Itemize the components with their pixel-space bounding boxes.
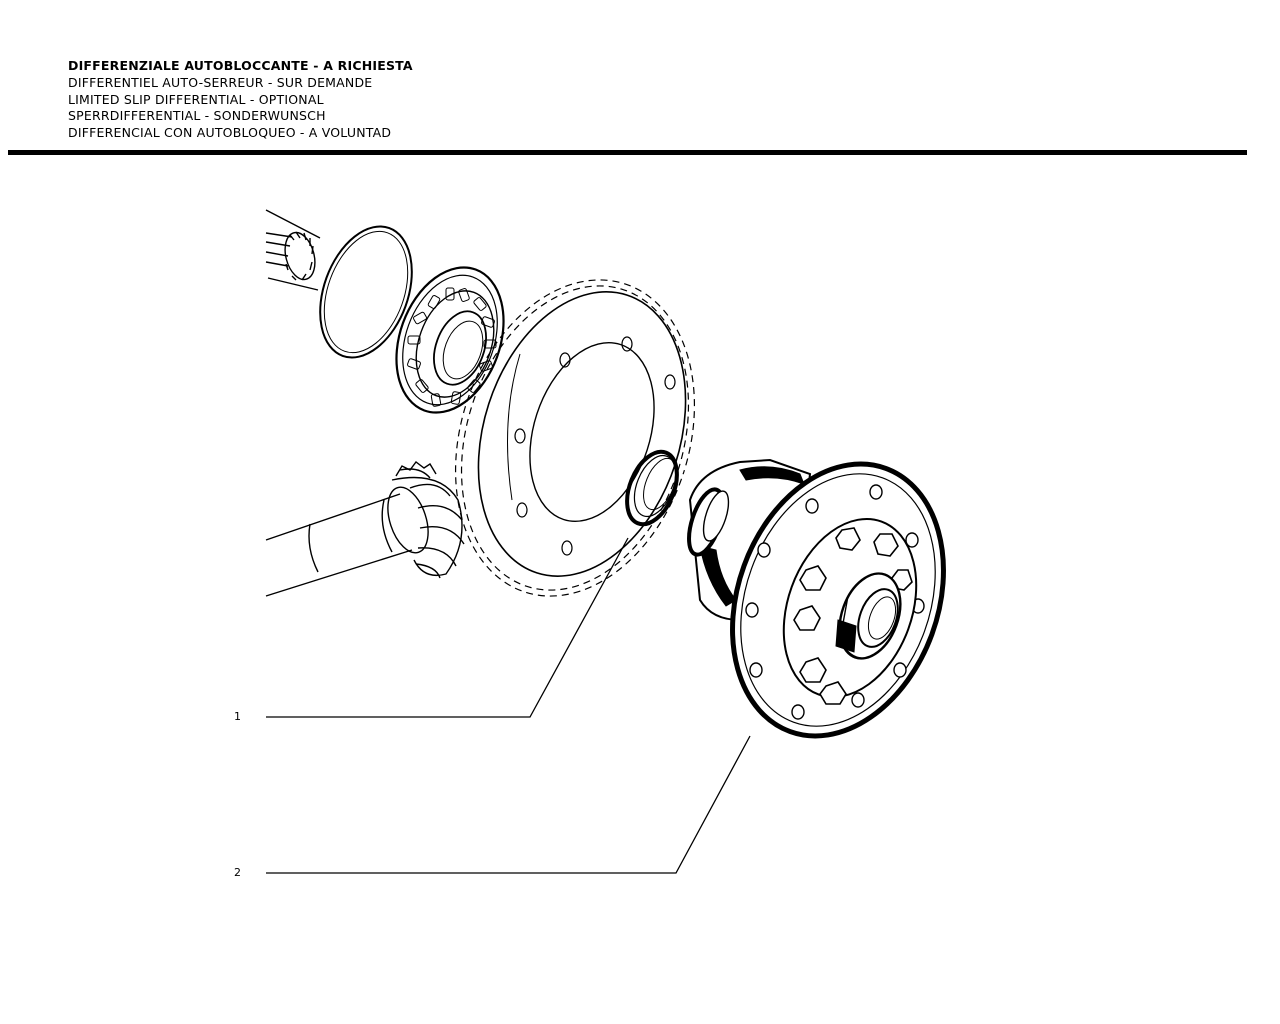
snap-ring	[319, 225, 413, 359]
leader-line-2	[266, 735, 751, 874]
title-german: SPERRDIFFERENTIAL - SONDERWUNSCH	[68, 108, 326, 124]
ring-gear	[454, 279, 696, 597]
pinion-shaft	[265, 461, 465, 597]
bearing-race	[625, 449, 679, 527]
differential-housing	[687, 458, 946, 739]
title-block: DIFFERENZIALE AUTOBLOCCANTE - A RICHIEST…	[68, 58, 413, 142]
callout-number-2: 2	[234, 866, 241, 879]
title-italian: DIFFERENZIALE AUTOBLOCCANTE - A RICHIEST…	[68, 58, 413, 73]
header-rule	[8, 150, 1247, 155]
roller-bearing	[395, 266, 505, 414]
title-french: DIFFERENTIEL AUTO-SERREUR - SUR DEMANDE	[68, 74, 373, 90]
leader-line-1	[266, 537, 629, 718]
splined-shaft	[265, 209, 321, 291]
leader-lines	[266, 537, 751, 874]
title-spanish: DIFFERENCIAL CON AUTOBLOQUEO - A VOLUNTA…	[68, 125, 392, 141]
title-english: LIMITED SLIP DIFFERENTIAL - OPTIONAL	[68, 91, 324, 107]
callout-number-1: 1	[234, 710, 241, 723]
